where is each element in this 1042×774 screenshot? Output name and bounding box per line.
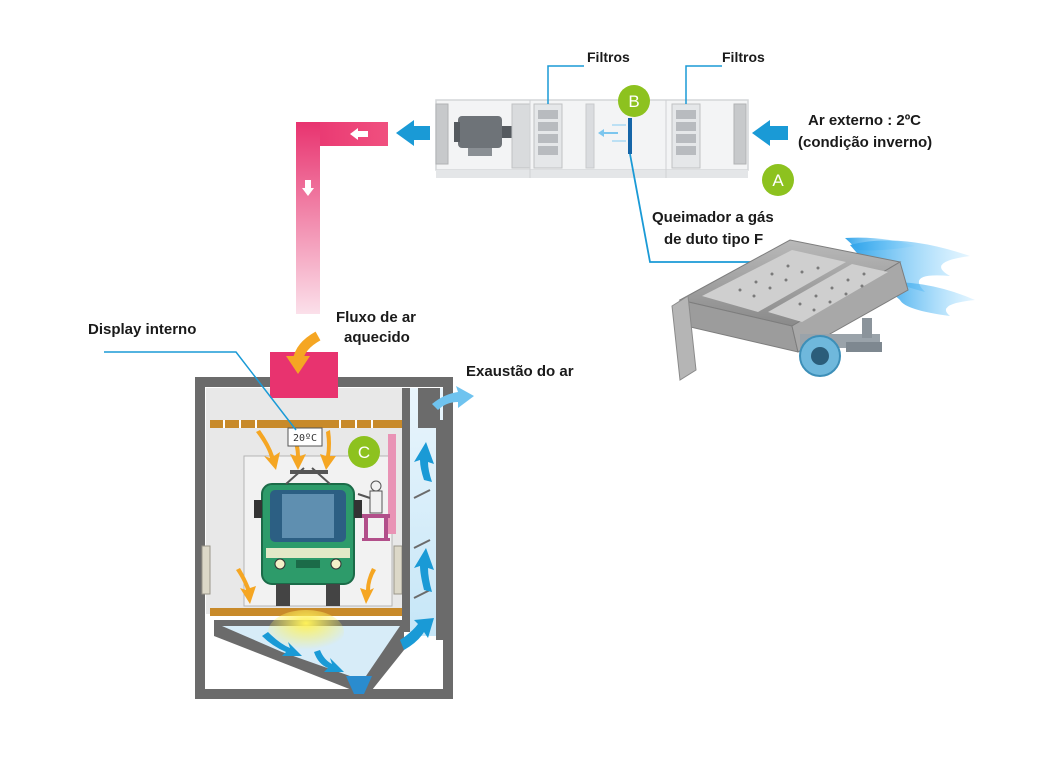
exhaust-airflow-arrows bbox=[262, 442, 434, 672]
svg-text:C: C bbox=[358, 443, 370, 462]
outside-air-arrow-icon bbox=[752, 120, 788, 146]
outside-air-label-line1: Ar externo : 2ºC bbox=[808, 112, 921, 129]
heated-air-label-line2: aquecido bbox=[344, 329, 410, 346]
filter-bank-left-icon bbox=[533, 103, 563, 169]
badge-b: B bbox=[618, 85, 650, 117]
filters-left-label: Filtros bbox=[587, 49, 630, 65]
left-grille bbox=[435, 103, 449, 165]
filter-bank-right-icon bbox=[671, 103, 701, 169]
painter-on-lift-icon bbox=[357, 480, 390, 541]
display-reading: 20ºC bbox=[293, 433, 317, 444]
svg-text:A: A bbox=[772, 171, 784, 190]
internal-airflow-arrows bbox=[598, 124, 626, 142]
air-exhaust-arrow-icon bbox=[432, 386, 474, 410]
burner-label-line2: de duto tipo F bbox=[664, 231, 763, 248]
train-icon bbox=[254, 467, 362, 606]
badge-c: C bbox=[348, 436, 380, 468]
heated-air-label-line1: Fluxo de ar bbox=[336, 309, 416, 326]
display-leader bbox=[104, 351, 297, 431]
filters-left-leader bbox=[547, 65, 584, 104]
internal-display: 20ºC bbox=[287, 427, 323, 447]
air-exhaust-label: Exaustão do ar bbox=[466, 363, 574, 380]
right-grille bbox=[733, 103, 747, 165]
outside-air-label-line2: (condição inverno) bbox=[798, 134, 932, 151]
filters-right-label: Filtros bbox=[722, 49, 765, 65]
svg-text:B: B bbox=[628, 92, 639, 111]
burner-label-line1: Queimador a gás bbox=[652, 209, 774, 226]
heated-air-arrow-icon bbox=[286, 331, 321, 374]
filters-right-leader bbox=[685, 65, 722, 104]
burner-leader bbox=[629, 153, 752, 263]
duct-burner-illustration bbox=[671, 237, 975, 381]
heated-air-duct bbox=[296, 122, 388, 314]
badge-a: A bbox=[762, 164, 794, 196]
internal-display-label: Display interno bbox=[88, 321, 196, 338]
duct-burner-element bbox=[628, 118, 632, 154]
booth-downflow-arrows bbox=[236, 430, 376, 604]
downdraft-glow bbox=[268, 610, 344, 654]
supply-air-arrow-icon bbox=[396, 120, 430, 146]
air-handling-unit bbox=[435, 99, 749, 178]
